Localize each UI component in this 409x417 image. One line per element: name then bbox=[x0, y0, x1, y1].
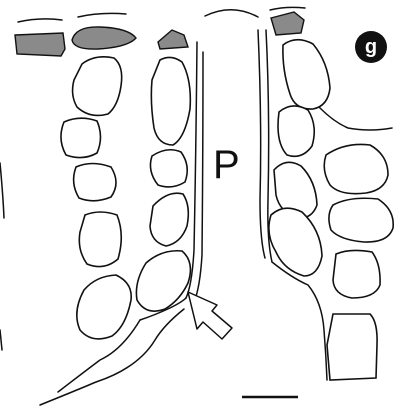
cell bbox=[329, 198, 393, 242]
cell bbox=[278, 106, 314, 156]
top-outline-strokes bbox=[18, 7, 305, 22]
capping-cell bbox=[15, 33, 65, 56]
cell bbox=[151, 57, 190, 145]
panel-label-badge: g bbox=[355, 31, 387, 63]
region-label-p: P bbox=[213, 143, 240, 187]
cell bbox=[61, 118, 101, 157]
cell bbox=[74, 164, 116, 201]
middle-left-cell-column bbox=[136, 57, 190, 311]
cell bbox=[333, 250, 380, 298]
capping-cell bbox=[271, 12, 304, 35]
cell bbox=[327, 314, 377, 380]
cell bbox=[73, 57, 122, 116]
cell bbox=[79, 212, 121, 267]
cell bbox=[136, 251, 190, 311]
cell bbox=[77, 275, 131, 339]
cell bbox=[150, 193, 188, 246]
cell bbox=[324, 144, 388, 193]
capping-cell bbox=[72, 27, 136, 49]
right-outer-cell-column bbox=[324, 144, 393, 380]
cell bbox=[150, 150, 187, 187]
left-cell-column bbox=[61, 57, 131, 339]
capping-cells bbox=[15, 12, 304, 56]
arrow-icon bbox=[188, 292, 232, 339]
capping-cell bbox=[158, 30, 188, 49]
cell bbox=[283, 40, 330, 109]
panel-label: g bbox=[365, 36, 377, 58]
right-inner-cell-column bbox=[269, 40, 330, 276]
